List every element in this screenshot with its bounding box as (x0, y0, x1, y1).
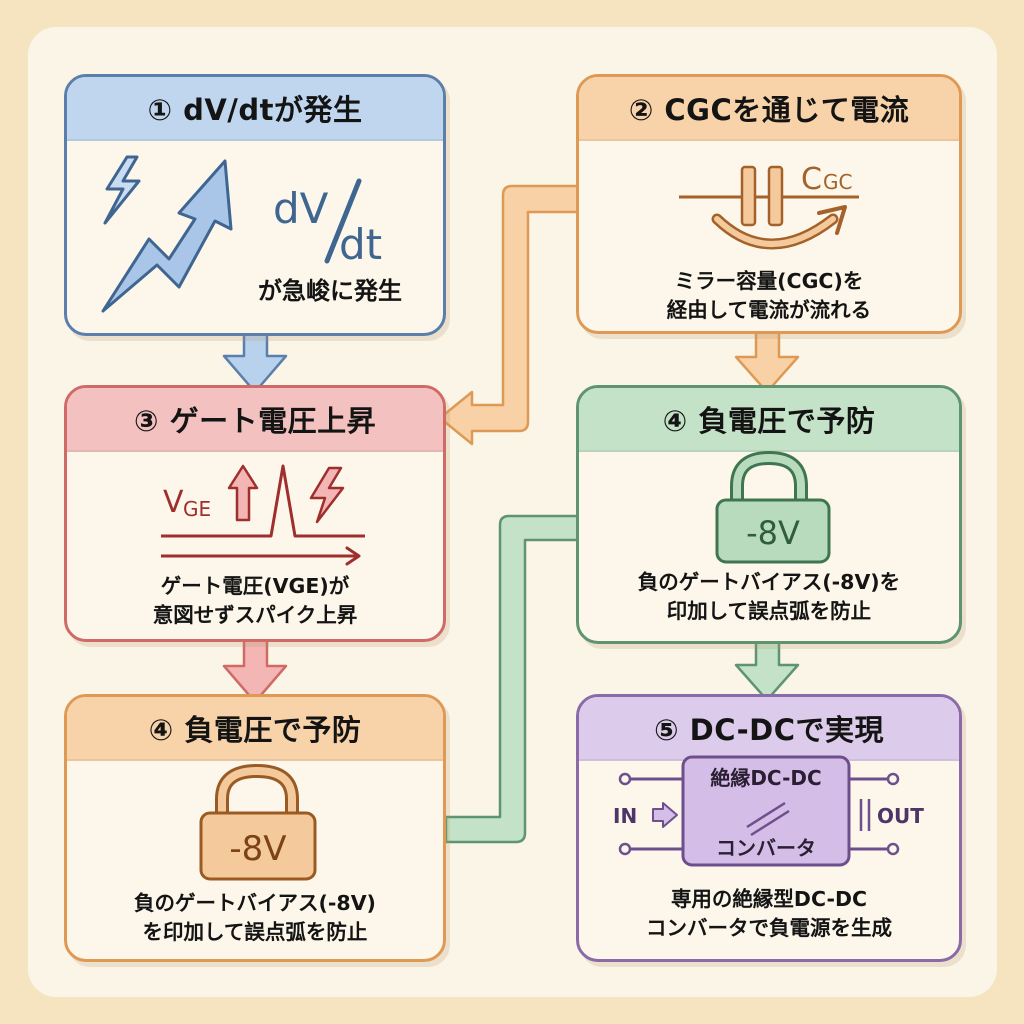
converter-label-line2: コンバータ (716, 836, 816, 860)
step1-box: ① dV/dtが発生 dV dt が急峻に発生 (64, 74, 446, 336)
connector-step4left-to-step4right (444, 514, 580, 844)
step5-description: 専用の絶縁型DC-DC コンバータで負電源を生成 (646, 887, 892, 940)
step4-right-title: ④ 負電圧で予防 (579, 388, 959, 452)
step1-title: ① dV/dtが発生 (67, 77, 443, 141)
connector-step2-to-step3 (438, 184, 580, 446)
step5-title: ⑤ DC-DCで実現 (579, 697, 959, 761)
connector-step4-to-step5 (734, 638, 800, 702)
converter-label-line1: 絶縁DC-DC (710, 766, 821, 790)
step3-box: ③ ゲート電圧上昇 V GE ゲート電圧(VGE)が 意図せずスパイク上昇 (64, 385, 446, 642)
cgc-label-main: C (801, 162, 822, 197)
step4-left-description: 負のゲートバイアス(-8V) を印加して誤点弧を防止 (134, 891, 376, 944)
step4-right-box: ④ 負電圧で予防 -8V 負のゲートバイアス(-8V)を 印加して誤点弧を防止 (576, 385, 962, 644)
in-label: IN (613, 804, 637, 828)
connector-step3-to-step4 (222, 636, 288, 704)
lock-voltage-label: -8V (229, 829, 286, 869)
step4-left-title: ④ 負電圧で予防 (67, 697, 443, 761)
lock-voltage-label: -8V (746, 514, 800, 552)
step4-right-description: 負のゲートバイアス(-8V)を 印加して誤点弧を防止 (637, 570, 901, 623)
step1-caption: が急峻に発生 (258, 277, 402, 305)
rising-arrow-lightning-icon: dV dt (101, 155, 382, 313)
padlock-icon: -8V (715, 450, 831, 564)
step2-box: ② CGCを通じて電流 C GC ミラー容量(CGC)を 経由して電流が流れる (576, 74, 962, 334)
step2-title: ② CGCを通じて電流 (579, 77, 959, 141)
dvdt-denominator: dt (339, 220, 382, 269)
cgc-label-sub: GC (823, 170, 852, 194)
padlock-icon: -8V (199, 763, 317, 881)
step2-description: ミラー容量(CGC)を 経由して電流が流れる (666, 269, 872, 322)
out-label: OUT (877, 804, 924, 828)
step3-description: ゲート電圧(VGE)が 意図せずスパイク上昇 (152, 574, 358, 627)
fraction-slash (324, 178, 362, 264)
step3-title: ③ ゲート電圧上昇 (67, 388, 443, 452)
voltage-spike-icon: V GE (161, 464, 365, 566)
step4-left-box: ④ 負電圧で予防 -8V 負のゲートバイアス(-8V) を印加して誤点弧を防止 (64, 694, 446, 962)
vge-label-main: V (163, 485, 184, 520)
connector-step2-to-step4 (734, 328, 800, 394)
dcdc-converter-icon: 絶縁DC-DC コンバータ IN OUT (613, 755, 924, 867)
step5-box: ⑤ DC-DCで実現 絶縁DC-DC コンバータ IN OUT 専用の絶縁型DC… (576, 694, 962, 962)
input-arrow-icon (652, 802, 678, 828)
vge-label-sub: GE (183, 497, 211, 521)
connector-step1-to-step3 (222, 329, 288, 394)
capacitor-icon: C GC (679, 162, 859, 250)
dvdt-numerator: dV (273, 184, 329, 233)
